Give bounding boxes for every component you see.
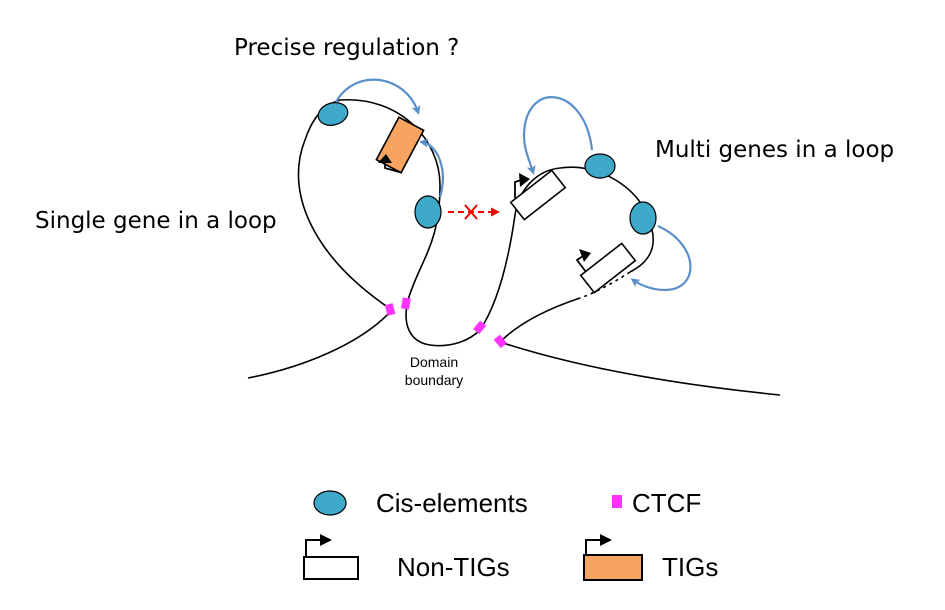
cis-element <box>584 153 616 179</box>
legend-ctcf-label: CTCF <box>632 488 701 518</box>
cis-element <box>629 201 657 235</box>
non-tig-promoter-arrow-icon <box>575 249 591 273</box>
tig-promoter-arrow-icon <box>378 154 400 173</box>
ctcf-markers <box>384 297 507 349</box>
ctcf-marker <box>384 303 396 316</box>
blocked-interaction <box>448 204 500 220</box>
cross-icon <box>464 204 478 220</box>
legend-cis-elements-label: Cis-elements <box>376 488 528 518</box>
non-tig-gene <box>509 169 567 221</box>
legend-tig-icon <box>583 534 643 581</box>
ctcf-marker <box>473 320 487 335</box>
legend-ellipse-icon <box>313 490 347 516</box>
cis-element <box>414 195 442 229</box>
domain-boundary-label-line2: boundary <box>405 372 463 388</box>
legend-square-icon <box>612 495 622 508</box>
non-tig-promoter-arrow-icon <box>514 173 530 198</box>
single-gene-label: Single gene in a loop <box>35 208 277 234</box>
tig-gene <box>375 116 425 174</box>
legend-non-tigs-label: Non-TIGs <box>397 552 510 582</box>
cis-elements <box>317 102 657 235</box>
ctcf-marker <box>493 334 507 349</box>
precise-regulation-label: Precise regulation ? <box>234 35 459 61</box>
non-tig-gene <box>579 242 637 294</box>
ctcf-marker <box>401 297 411 310</box>
legend-non-tig-icon <box>303 534 359 580</box>
domain-boundary-label-line1: Domain <box>410 354 458 370</box>
cis-element <box>317 102 349 126</box>
multi-genes-label: Multi genes in a loop <box>655 137 894 163</box>
legend: Cis-elements CTCF Non-TIGs TIGs <box>303 488 718 582</box>
regulation-arrows <box>335 78 692 292</box>
legend-tigs-label: TIGs <box>662 552 718 582</box>
